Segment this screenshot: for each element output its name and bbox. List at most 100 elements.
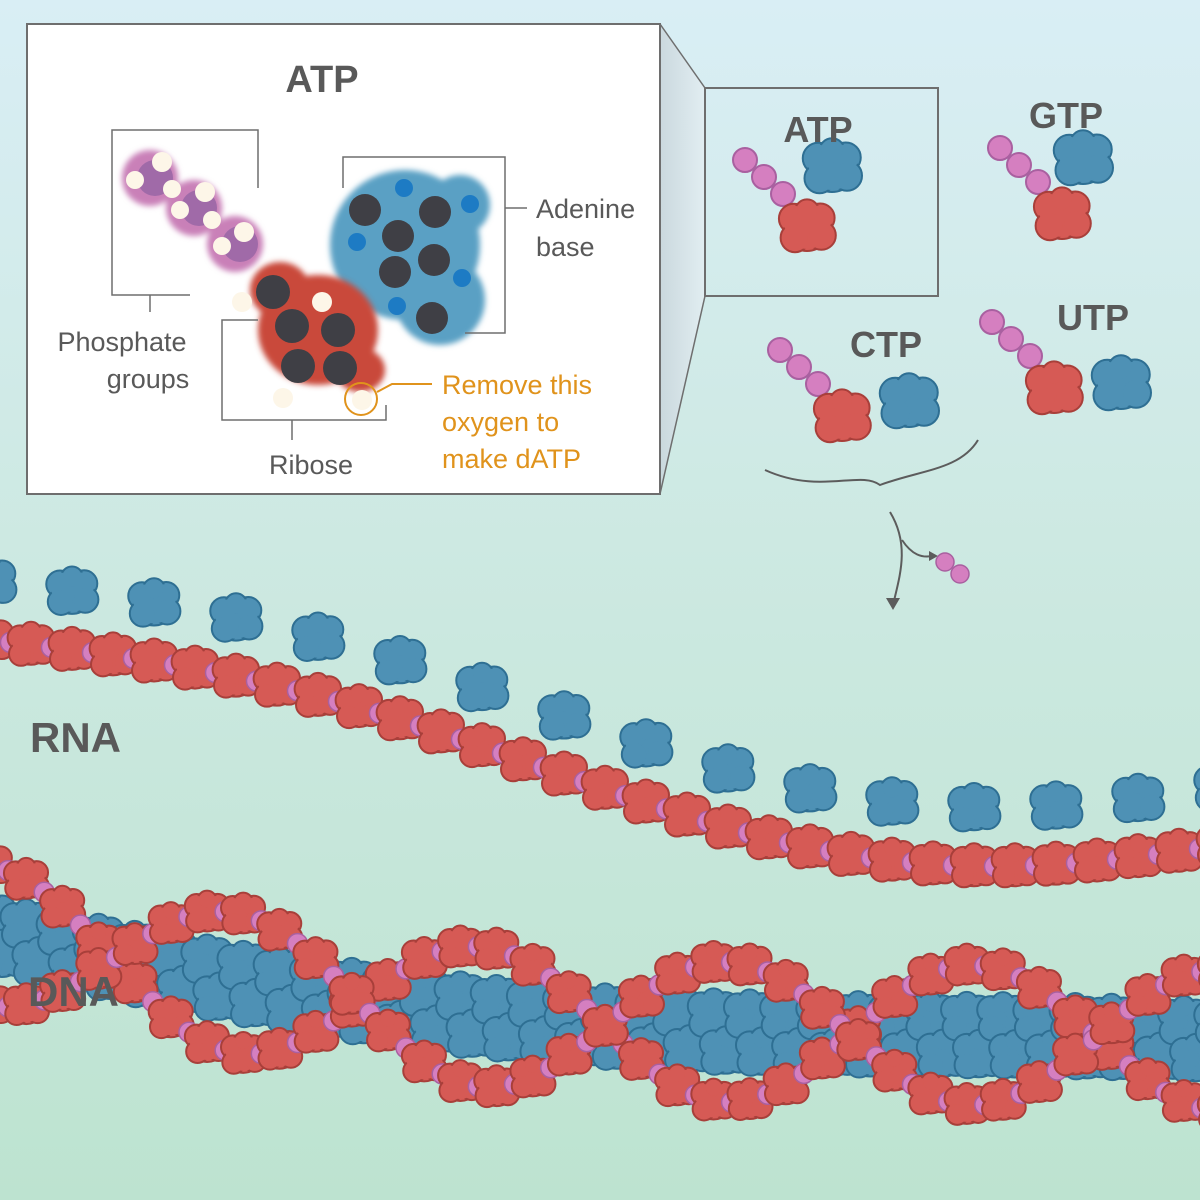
rna-base xyxy=(1029,780,1084,831)
rna-ribose xyxy=(334,683,384,730)
oxygen-highlight-ring xyxy=(344,382,378,416)
rna-base xyxy=(209,592,264,643)
rna-base xyxy=(373,635,428,686)
base-unit xyxy=(1090,354,1152,412)
phosphate-unit xyxy=(805,371,831,397)
phosphate-bracket xyxy=(111,129,259,296)
adenine-base-molecule xyxy=(330,170,490,345)
callout-line3: make dATP xyxy=(442,444,581,474)
dna-ribose xyxy=(654,951,702,996)
dna-base xyxy=(1169,1032,1200,1084)
base-unit xyxy=(801,137,863,195)
base-unit xyxy=(1052,129,1114,187)
phosphate-unit xyxy=(770,181,796,207)
dna-ribose xyxy=(39,884,87,929)
atp-zoom-box xyxy=(704,87,939,297)
phosphate-label-line1: Phosphate xyxy=(57,327,186,357)
rna-base xyxy=(127,577,182,628)
release-arrow-icon xyxy=(901,539,933,558)
rna-base xyxy=(291,611,346,662)
rna-strand xyxy=(0,559,1200,889)
dna-ribose xyxy=(943,942,991,987)
ctp-nucleotide xyxy=(767,337,940,444)
rna-base xyxy=(45,565,100,616)
dna-ribose xyxy=(798,985,846,1030)
ribose-unit xyxy=(812,388,872,444)
callout-line2: oxygen to xyxy=(442,407,559,437)
ribose-label: Ribose xyxy=(269,450,353,480)
gtp-nucleotide xyxy=(987,129,1114,242)
gtp-label: GTP xyxy=(1029,95,1103,136)
rna-base xyxy=(1193,767,1200,809)
adenine-bracket xyxy=(342,156,506,334)
rna-base xyxy=(865,776,920,827)
atp-nucleotide xyxy=(732,137,863,254)
phosphate-groups-molecule xyxy=(122,150,263,272)
release-arrow-head-icon xyxy=(929,551,938,561)
callout-line xyxy=(376,383,432,393)
rna-label: RNA xyxy=(30,714,121,761)
ribose-unit xyxy=(1032,186,1092,242)
callout-line1: Remove this xyxy=(442,370,592,400)
ribose-unit xyxy=(1024,360,1084,416)
phosphate-unit xyxy=(979,309,1005,335)
phosphate-unit xyxy=(998,326,1024,352)
dna-ribose xyxy=(835,1018,883,1062)
reaction-line xyxy=(764,439,979,487)
inset-title: ATP xyxy=(285,59,358,101)
rna-ribose xyxy=(949,842,999,889)
dna-ribose xyxy=(1160,953,1200,998)
phosphate-unit xyxy=(1017,343,1043,369)
dna-ribose xyxy=(1015,965,1063,1010)
phosphate-unit xyxy=(1025,169,1051,195)
rna-base xyxy=(0,559,18,604)
rna-ribose xyxy=(170,644,220,691)
atp-label: ATP xyxy=(783,109,852,150)
ribose-unit xyxy=(777,198,837,254)
curved-arrow-icon xyxy=(889,511,903,606)
rna-base xyxy=(1111,772,1166,824)
rna-base xyxy=(701,743,756,794)
atp-inset-panel: ATP xyxy=(26,23,661,495)
rna-ribose xyxy=(6,620,56,667)
zoom-line-bottom xyxy=(659,295,706,495)
adenine-label-line1: Adenine xyxy=(536,194,635,224)
dna-ribose xyxy=(111,960,159,1005)
rna-base xyxy=(947,781,1002,833)
ribose-molecule xyxy=(232,262,385,410)
phosphate-unit xyxy=(1006,152,1032,178)
utp-label: UTP xyxy=(1057,297,1129,338)
pyrophosphate-icon xyxy=(935,552,970,584)
phosphate-unit xyxy=(732,147,758,173)
dna-ribose xyxy=(364,1008,412,1053)
phosphate-label-line2: groups xyxy=(107,364,190,394)
dna-ribose xyxy=(871,975,919,1019)
dna-base xyxy=(1193,1002,1200,1044)
dna-ribose xyxy=(1124,1057,1172,1102)
arrow-head-icon xyxy=(886,598,900,610)
rna-base xyxy=(619,718,674,769)
dna-ribose xyxy=(292,1009,340,1054)
phosphate-unit xyxy=(751,164,777,190)
phosphate-unit xyxy=(987,135,1013,161)
adenine-label-line2: base xyxy=(536,232,595,262)
base-unit xyxy=(878,372,940,430)
zoom-line-top xyxy=(659,23,706,89)
rna-base xyxy=(537,690,592,741)
utp-nucleotide xyxy=(979,309,1152,416)
ctp-label: CTP xyxy=(850,324,922,365)
dna-base xyxy=(1157,994,1200,1046)
rna-ribose xyxy=(539,750,589,797)
zoom-connector xyxy=(660,24,705,494)
rna-ribose xyxy=(498,736,548,783)
phosphate-unit xyxy=(786,354,812,380)
phosphate-unit xyxy=(767,337,793,363)
dna-ribose xyxy=(545,970,593,1015)
rna-base xyxy=(455,661,510,713)
rna-base xyxy=(783,763,838,814)
dna-strand xyxy=(0,845,1200,1126)
dna-label: DNA xyxy=(28,968,119,1015)
ribose-bracket xyxy=(221,319,387,421)
